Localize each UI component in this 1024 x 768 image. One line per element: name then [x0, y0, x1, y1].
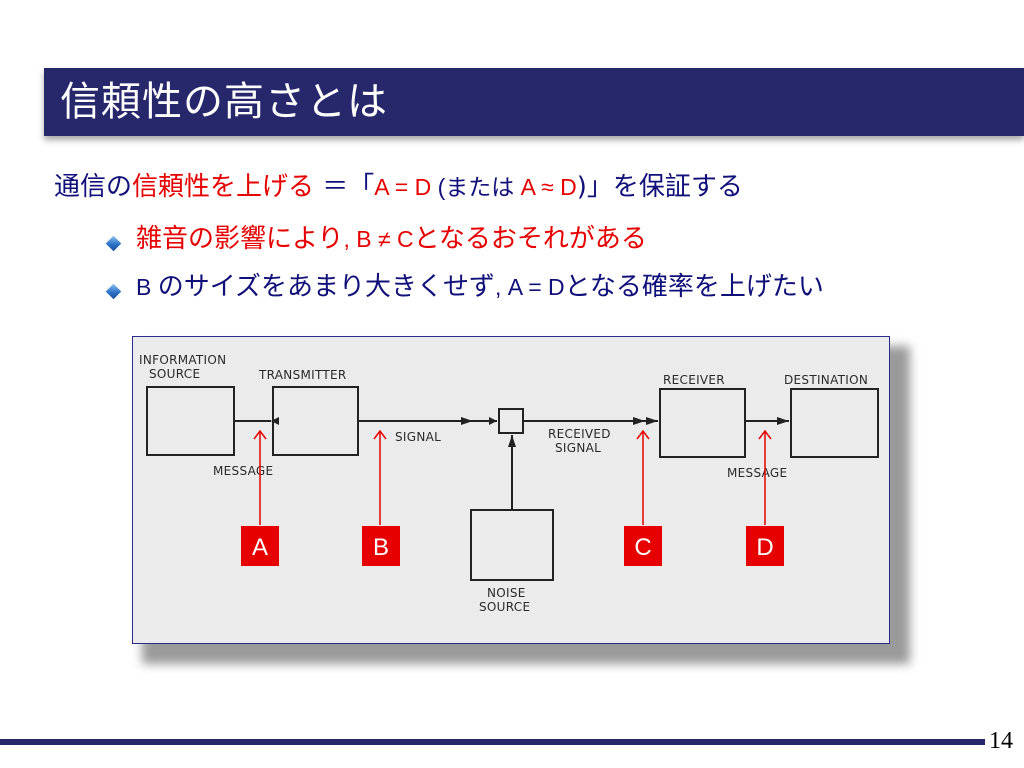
arrowhead-icon: [633, 417, 645, 425]
communication-diagram: INFORMATION SOURCE TRANSMITTER RECEIVER …: [132, 336, 890, 644]
bullet1-seg1: 雑音の影響により: [136, 224, 344, 254]
marker-c-box: [624, 526, 662, 566]
receiver-label: RECEIVER: [663, 373, 725, 387]
transmitter-label: TRANSMITTER: [258, 368, 347, 382]
line1-seg4: A = D: [374, 174, 432, 200]
arrowhead-icon: [461, 417, 473, 425]
marker-c-arrowhead-icon: [636, 429, 650, 440]
arrowhead-icon: [508, 435, 516, 447]
marker-d-label: D: [756, 534, 773, 561]
noise-source-label-1: NOISE: [487, 586, 526, 600]
line1-seg6: A ≈ D: [520, 174, 577, 200]
title-bar: [44, 68, 1024, 136]
marker-b-arrowhead-icon: [373, 429, 387, 440]
noise-junction-box: [498, 408, 524, 434]
bullet1-seg2: , B ≠ C: [343, 226, 414, 252]
arrowhead-icon: [271, 417, 279, 425]
marker-a-arrowhead-icon: [253, 429, 267, 440]
line1-seg2: 信頼性を上げる: [132, 172, 315, 202]
marker-a-box: [241, 526, 279, 566]
marker-b-box: [362, 526, 400, 566]
received-signal-label-1: RECEIVED: [548, 427, 611, 441]
diagram-svg: INFORMATION SOURCE TRANSMITTER RECEIVER …: [139, 353, 879, 614]
noise-source-label-2: SOURCE: [479, 600, 530, 614]
information-source-label-2: SOURCE: [149, 367, 200, 381]
arrowhead-icon: [646, 417, 658, 425]
message-label-left: MESSAGE: [213, 464, 273, 478]
information-source-box: [146, 386, 235, 456]
bullet2-seg3: , A = D: [494, 274, 565, 300]
bullet-line-1: 雑音の影響により, B ≠ Cとなるおそれがある: [136, 222, 647, 256]
bullet1-seg3: となるおそれがある: [413, 224, 647, 254]
bullet-icon: [105, 283, 122, 300]
body-line-1: 通信の信頼性を上げる ＝「A = D (または A ≈ D)」を保証する: [54, 170, 743, 204]
bullet-line-2: B のサイズをあまり大きくせず, A = Dとなる確率を上げたい: [136, 270, 824, 304]
marker-d-arrowhead-icon: [758, 429, 772, 440]
footer-rule: [0, 739, 985, 745]
destination-label: DESTINATION: [784, 373, 868, 387]
line1-seg5: (または: [431, 174, 521, 200]
marker-d-box: [746, 526, 784, 566]
bullet-icon: [105, 235, 122, 252]
line1-seg3: ＝「: [314, 172, 375, 202]
received-signal-label-2: SIGNAL: [555, 441, 601, 455]
noise-source-box: [470, 509, 554, 581]
bullet2-seg1: B: [136, 274, 158, 300]
arrowhead-icon: [489, 417, 497, 425]
signal-label: SIGNAL: [395, 430, 441, 444]
marker-c-label: C: [634, 534, 651, 561]
slide-title: 信頼性の高さとは: [60, 79, 388, 125]
marker-b-label: B: [373, 534, 389, 561]
bullet2-seg4: となる確率を上げたい: [564, 272, 824, 302]
arrowhead-icon: [777, 417, 789, 425]
receiver-box: [659, 388, 746, 458]
information-source-label-1: INFORMATION: [139, 353, 226, 367]
page-number: 14: [989, 728, 1013, 754]
line1-seg1: 通信の: [54, 172, 133, 202]
line1-seg7: )」を保証する: [576, 172, 743, 202]
transmitter-box: [272, 386, 359, 456]
message-label-right: MESSAGE: [727, 466, 787, 480]
destination-box: [790, 388, 879, 458]
bullet2-seg2: のサイズをあまり大きくせず: [157, 272, 495, 302]
marker-a-label: A: [252, 534, 268, 561]
